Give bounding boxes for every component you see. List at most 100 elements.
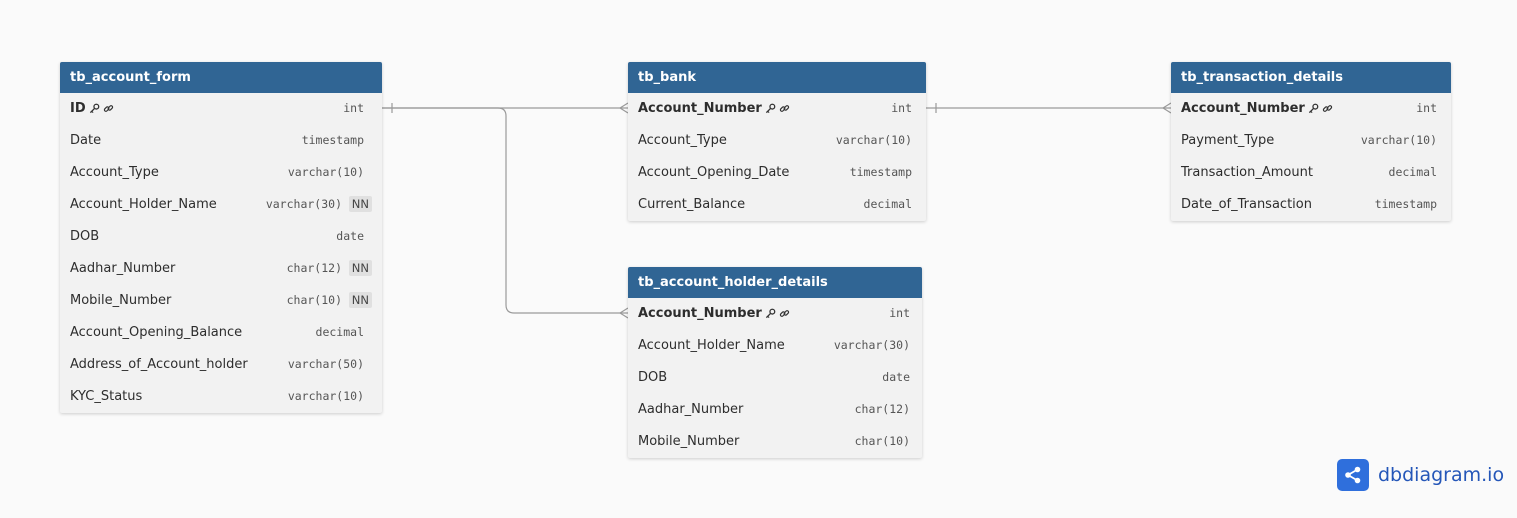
field-name-text: Address_of_Account_holder — [70, 357, 248, 372]
field-name: Account_Holder_Name — [638, 338, 785, 353]
field-name: DOB — [70, 229, 99, 244]
field-name-text: Account_Number — [1181, 101, 1305, 116]
key-icon — [762, 306, 776, 321]
field-name-text: Account_Number — [638, 306, 762, 321]
field-type: timestamp — [301, 133, 364, 147]
cardinality-many-marker[interactable] — [1162, 102, 1172, 114]
field-name-text: Account_Holder_Name — [70, 197, 217, 212]
field-type: date — [336, 229, 364, 243]
field-name-text: Aadhar_Number — [638, 402, 744, 417]
field-type: varchar(10) — [1360, 133, 1437, 147]
field-name-text: Payment_Type — [1181, 133, 1275, 148]
field-name: Date — [70, 133, 101, 148]
field-type: varchar(50) — [287, 357, 364, 371]
field-name: Payment_Type — [1181, 133, 1274, 148]
table-field-row[interactable]: DOB date — [60, 221, 382, 253]
field-name: Aadhar_Number — [70, 261, 175, 276]
field-name-text: DOB — [70, 229, 100, 244]
table-field-row[interactable]: Transaction_Amount decimal — [1171, 157, 1451, 189]
field-name-text: KYC_Status — [70, 389, 143, 404]
field-type: varchar(30) — [265, 197, 342, 211]
field-name-text: Account_Opening_Date — [638, 165, 790, 180]
table-field-row[interactable]: Mobile_Number char(10) NN — [60, 285, 382, 317]
not-null-badge: NN — [348, 292, 372, 308]
field-name-text: Transaction_Amount — [1181, 165, 1313, 180]
field-name: Current_Balance — [638, 197, 745, 212]
field-type: char(12) — [286, 261, 342, 275]
field-name: Account_Opening_Balance — [70, 325, 242, 340]
field-name-text: DOB — [638, 370, 668, 385]
field-name-text: Account_Type — [638, 133, 727, 148]
link-icon — [1319, 101, 1333, 116]
cardinality-many-marker[interactable] — [619, 102, 629, 114]
field-type: date — [882, 370, 910, 384]
table-field-row[interactable]: Account_Number int — [1171, 93, 1451, 125]
field-type: int — [891, 101, 912, 115]
field-type: int — [1416, 101, 1437, 115]
field-type: varchar(30) — [833, 338, 910, 352]
link-icon — [776, 306, 790, 321]
not-null-badge: NN — [348, 196, 372, 212]
field-type: char(10) — [286, 293, 342, 307]
table-field-row[interactable]: Account_Number int — [628, 298, 922, 330]
table-field-row[interactable]: Account_Opening_Balance decimal — [60, 317, 382, 349]
field-name-text: Account_Opening_Balance — [70, 325, 243, 340]
field-type: varchar(10) — [835, 133, 912, 147]
table-header[interactable]: tb_transaction_details — [1171, 62, 1451, 93]
brand-logo[interactable]: dbdiagram.io — [1337, 459, 1504, 491]
table-header[interactable]: tb_bank — [628, 62, 926, 93]
field-type: int — [343, 101, 364, 115]
table-field-row[interactable]: Aadhar_Number char(12) — [628, 394, 922, 426]
field-name-text: ID — [70, 101, 86, 116]
relationship-line[interactable] — [382, 107, 628, 314]
table-field-row[interactable]: Account_Holder_Name varchar(30) — [628, 330, 922, 362]
field-type: decimal — [1388, 165, 1437, 179]
field-name-text: Account_Number — [638, 101, 762, 116]
table-field-row[interactable]: Address_of_Account_holder varchar(50) — [60, 349, 382, 381]
table-header[interactable]: tb_account_form — [60, 62, 382, 93]
table-field-row[interactable]: ID int — [60, 93, 382, 125]
brand-name: dbdiagram.io — [1378, 464, 1505, 486]
field-name: Address_of_Account_holder — [70, 357, 248, 372]
table-field-row[interactable]: Date timestamp — [60, 125, 382, 157]
field-type: decimal — [315, 325, 364, 339]
field-name: Account_Number — [638, 306, 790, 321]
table-header[interactable]: tb_account_holder_details — [628, 267, 922, 298]
field-type: timestamp — [849, 165, 912, 179]
field-name-text: Account_Holder_Name — [638, 338, 785, 353]
field-type: char(12) — [854, 402, 910, 416]
field-name-text: Mobile_Number — [638, 434, 740, 449]
table-field-row[interactable]: Account_Type varchar(10) — [628, 125, 926, 157]
table-field-row[interactable]: Account_Holder_Name varchar(30) NN — [60, 189, 382, 221]
field-name-text: Date — [70, 133, 102, 148]
field-name: Account_Number — [1181, 101, 1333, 116]
field-type: decimal — [863, 197, 912, 211]
link-icon — [100, 101, 114, 116]
field-name: Account_Type — [70, 165, 159, 180]
table-field-row[interactable]: Current_Balance decimal — [628, 189, 926, 221]
table-field-row[interactable]: Account_Number int — [628, 93, 926, 125]
field-name-text: Mobile_Number — [70, 293, 172, 308]
cardinality-many-marker[interactable] — [619, 307, 629, 319]
field-name: Date_of_Transaction — [1181, 197, 1312, 212]
field-name: DOB — [638, 370, 667, 385]
field-name: Account_Holder_Name — [70, 197, 217, 212]
table-field-row[interactable]: Payment_Type varchar(10) — [1171, 125, 1451, 157]
field-name: KYC_Status — [70, 389, 142, 404]
field-name: Transaction_Amount — [1181, 165, 1313, 180]
table-field-row[interactable]: DOB date — [628, 362, 922, 394]
field-name: Account_Number — [638, 101, 790, 116]
table-field-row[interactable]: Account_Opening_Date timestamp — [628, 157, 926, 189]
field-name: ID — [70, 101, 114, 116]
field-type: int — [889, 306, 910, 320]
